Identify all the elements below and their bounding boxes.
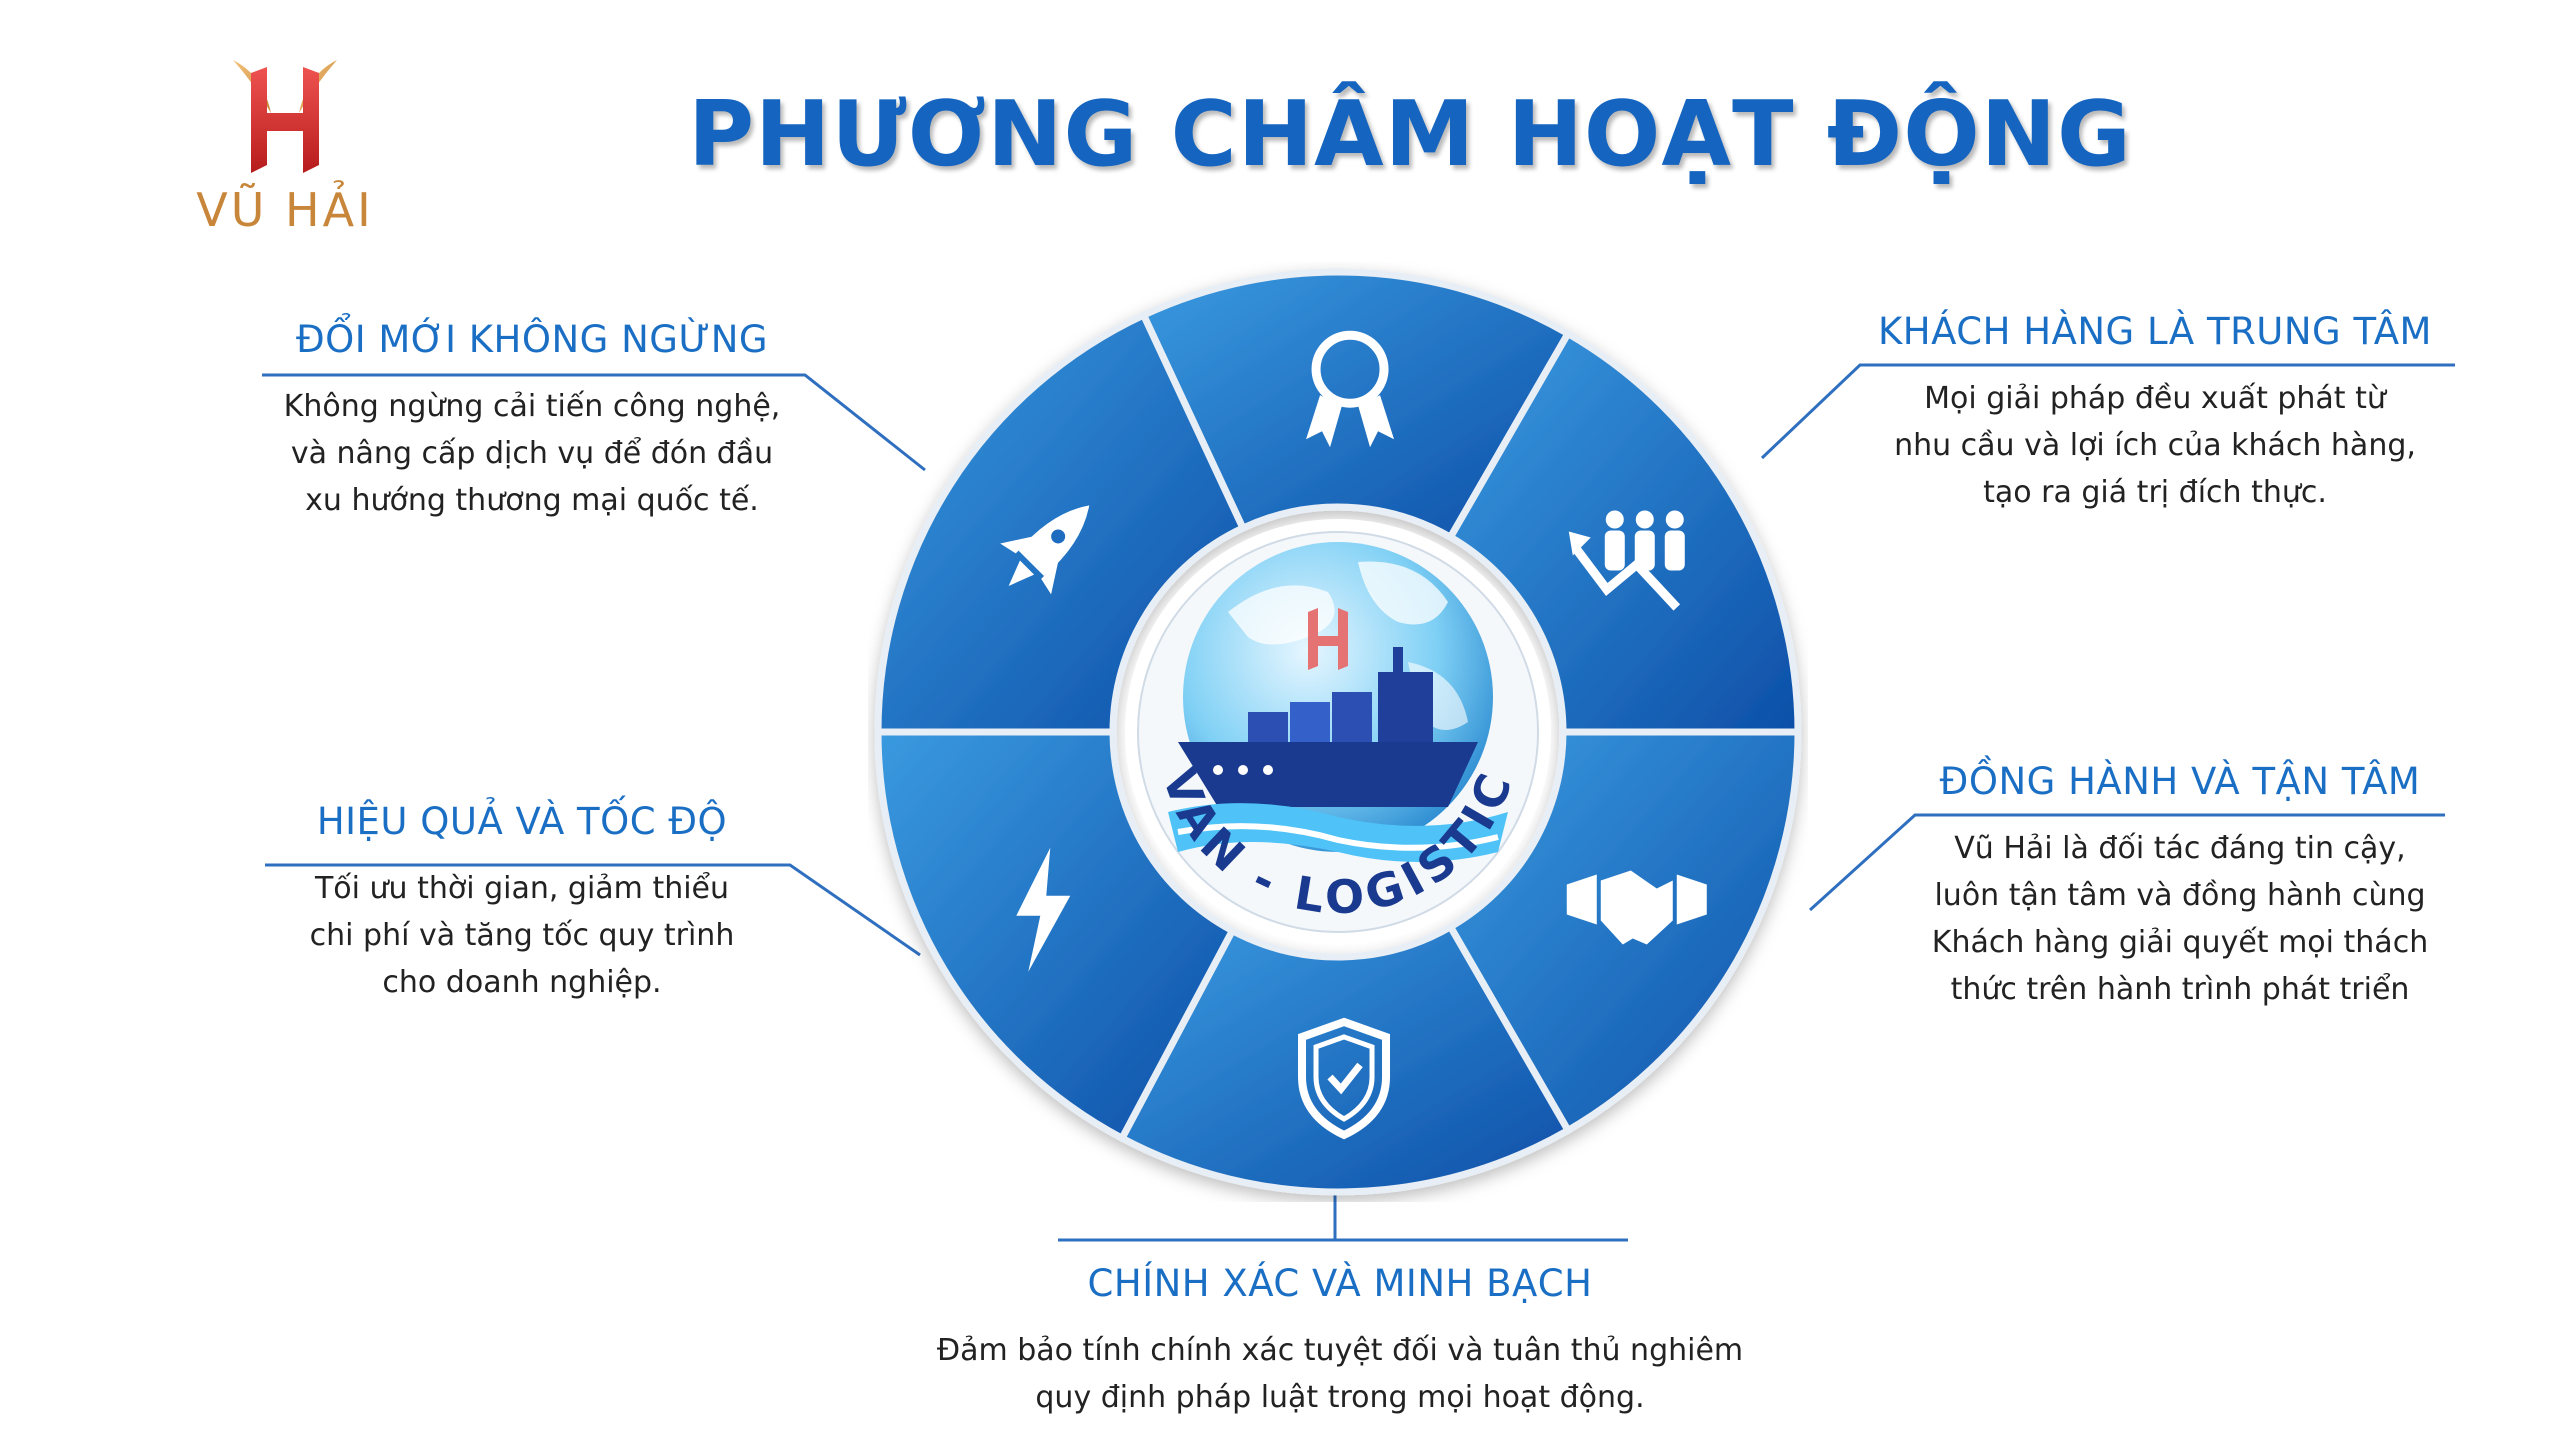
page-title: PHƯƠNG CHÂM HOẠT ĐỘNG bbox=[688, 82, 2132, 187]
principle-heading: CHÍNH XÁC VÀ MINH BẠCH bbox=[1087, 1262, 1593, 1305]
principle-innovation: ĐỔI MỚI KHÔNG NGỪNG Không ngừng cải tiến… bbox=[262, 318, 802, 524]
brand-name: VŨ HẢI bbox=[196, 183, 374, 237]
segment-lower-left bbox=[874, 728, 1238, 1143]
principle-description: Vũ Hải là đối tác đáng tin cậy, luôn tận… bbox=[1931, 831, 2429, 1007]
principle-heading: ĐỒNG HÀNH VÀ TẬN TÂM bbox=[1939, 760, 2421, 803]
segment-upper-right bbox=[1445, 328, 1802, 736]
principle-heading: KHÁCH HÀNG LÀ TRUNG TÂM bbox=[1878, 310, 2432, 353]
brand-mark-icon bbox=[233, 60, 337, 173]
connector-efficiency bbox=[265, 863, 921, 957]
segment-bottom bbox=[1117, 922, 1573, 1196]
principle-description: Không ngừng cải tiến công nghệ, và nâng … bbox=[283, 389, 781, 518]
shield-check-icon bbox=[1298, 1017, 1391, 1140]
handshake-icon bbox=[1566, 870, 1707, 945]
principle-heading: ĐỔI MỚI KHÔNG NGỪNG bbox=[295, 318, 769, 361]
principle-heading: HIỆU QUẢ VÀ TỐC ĐỘ bbox=[316, 800, 728, 843]
connector-customer bbox=[1760, 363, 2455, 460]
connector-companion bbox=[1808, 813, 2445, 912]
brand-logo: VŨ HẢI bbox=[170, 55, 400, 255]
principle-efficiency: HIỆU QUẢ VÀ TỐC ĐỘ Tối ưu thời gian, giả… bbox=[262, 800, 782, 1006]
lightning-icon bbox=[1016, 847, 1071, 972]
principle-description: Tối ưu thời gian, giảm thiểu chi phí và … bbox=[309, 871, 735, 1000]
award-ribbon-icon bbox=[1306, 330, 1395, 448]
principle-companion: ĐỒNG HÀNH VÀ TẬN TÂM Vũ Hải là đối tác đ… bbox=[1900, 760, 2460, 1013]
principle-customer: KHÁCH HÀNG LÀ TRUNG TÂM Mọi giải pháp đề… bbox=[1860, 310, 2450, 516]
connector-innovation bbox=[262, 373, 926, 472]
principle-transparency: CHÍNH XÁC VÀ MINH BẠCH Đảm bảo tính chín… bbox=[880, 1262, 1800, 1421]
principle-description: Mọi giải pháp đều xuất phát từ nhu cầu v… bbox=[1894, 381, 2416, 510]
principles-wheel: VAN - LOGISTIC bbox=[874, 268, 1802, 1196]
rocket-icon bbox=[1000, 505, 1090, 595]
principle-description: Đảm bảo tính chính xác tuyệt đối và tuân… bbox=[936, 1333, 1744, 1415]
people-growth-icon bbox=[1568, 510, 1685, 611]
globe-ship-emblem bbox=[1168, 542, 1508, 862]
